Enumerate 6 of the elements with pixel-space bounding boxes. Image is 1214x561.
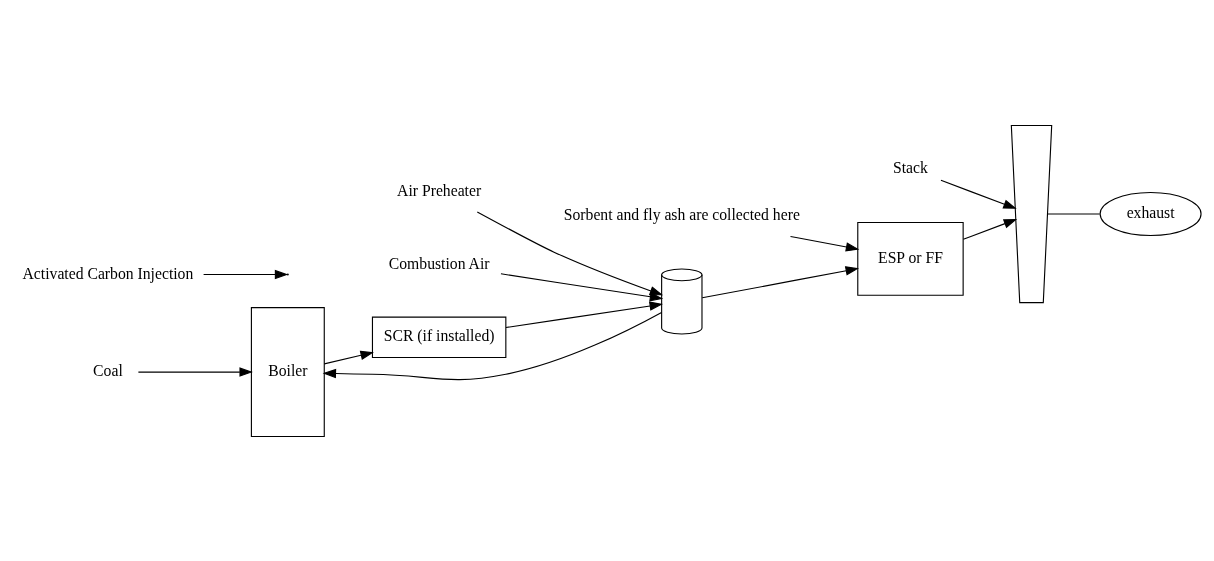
node-text: Sorbent and fly ash are collected here bbox=[563, 205, 800, 223]
node-text: Stack bbox=[893, 158, 928, 176]
node-text: Activated Carbon Injection bbox=[22, 264, 194, 282]
node-text: Coal bbox=[93, 361, 123, 379]
node-text: Air Preheater bbox=[397, 181, 482, 199]
node-text: Combustion Air bbox=[388, 254, 490, 272]
